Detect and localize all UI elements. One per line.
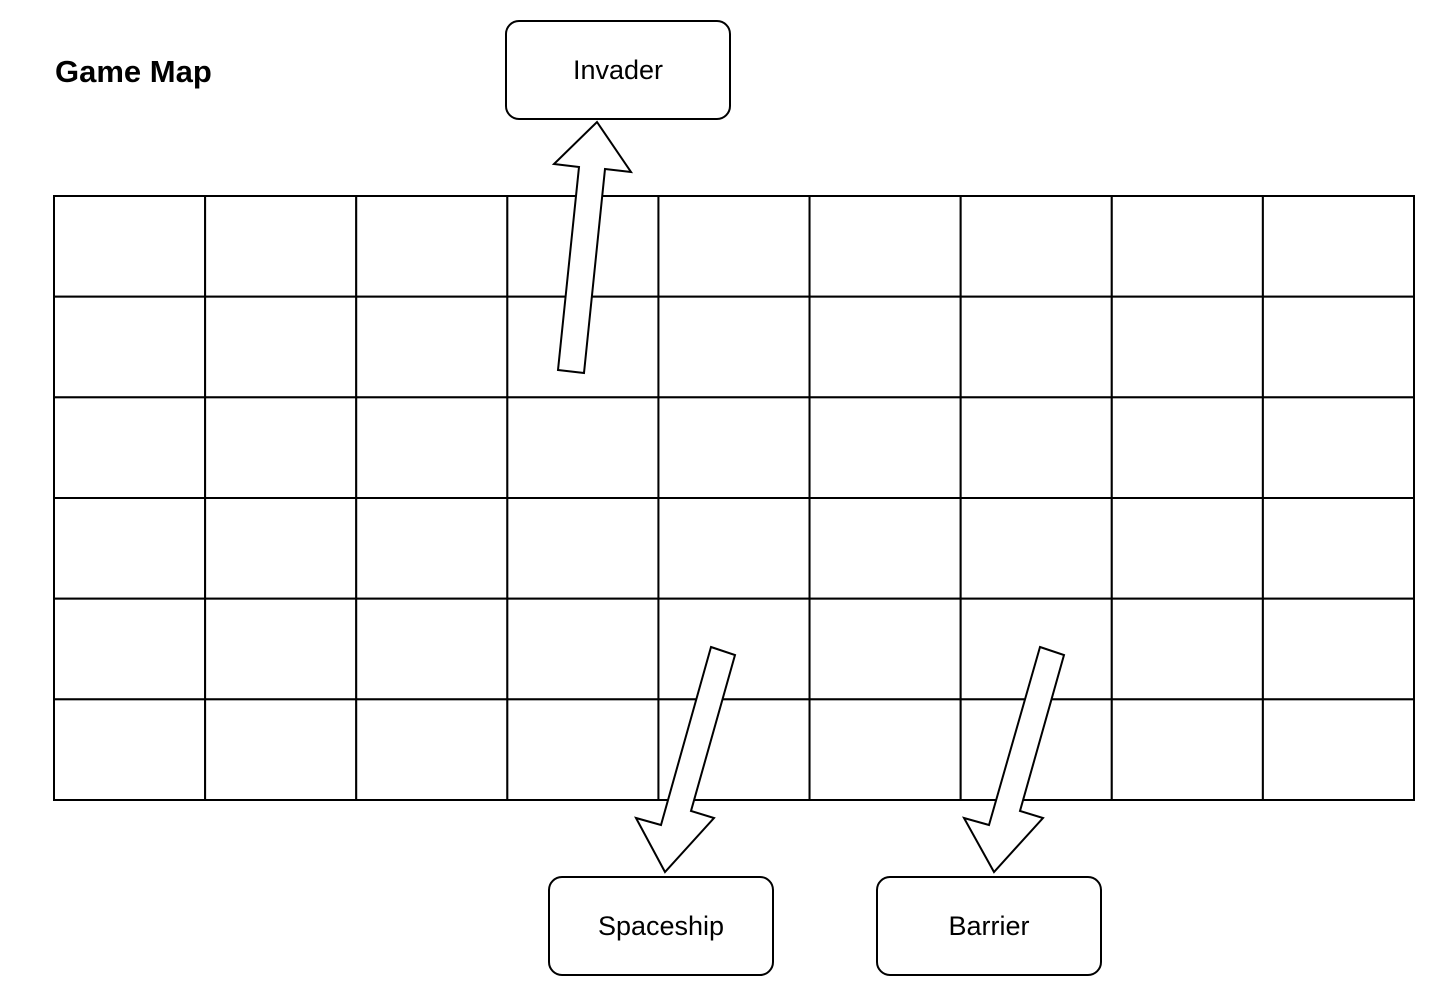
grid-cell bbox=[204, 597, 358, 701]
game-map-grid bbox=[53, 195, 1416, 801]
grid-cell bbox=[53, 497, 207, 600]
pointer-arrows bbox=[551, 120, 1066, 874]
grid-cell bbox=[808, 698, 962, 801]
grid-cell bbox=[1261, 195, 1416, 298]
grid-cell bbox=[53, 195, 207, 298]
grid-cell bbox=[959, 497, 1113, 600]
grid-cell bbox=[506, 497, 660, 600]
grid-cell bbox=[506, 597, 660, 701]
invader-label-box: Invader bbox=[505, 20, 731, 120]
grid-cell bbox=[1110, 295, 1264, 399]
grid-cell bbox=[959, 396, 1113, 500]
grid-cell bbox=[53, 698, 207, 801]
arrow-to-barrier bbox=[961, 645, 1066, 874]
page-title: Game Map bbox=[55, 54, 212, 89]
grid-cell bbox=[1110, 396, 1264, 500]
grid-cell bbox=[1261, 295, 1416, 399]
grid-cell bbox=[808, 597, 962, 701]
grid-cell bbox=[959, 295, 1113, 399]
spaceship-label: Spaceship bbox=[597, 910, 725, 941]
grid-cell bbox=[959, 597, 1113, 701]
grid-cell bbox=[657, 396, 811, 500]
grid-cell bbox=[657, 597, 811, 701]
grid-cell bbox=[808, 295, 962, 399]
grid-cell bbox=[1110, 698, 1264, 801]
grid-cell bbox=[204, 295, 358, 399]
grid-cell bbox=[355, 396, 509, 500]
grid-cell bbox=[53, 295, 207, 399]
grid-cell bbox=[355, 295, 509, 399]
grid-cell bbox=[204, 396, 358, 500]
grid-cell bbox=[204, 497, 358, 600]
grid-cell bbox=[1261, 597, 1416, 701]
arrow-to-invader bbox=[551, 120, 634, 375]
grid-cell bbox=[959, 195, 1113, 298]
invader-label: Invader bbox=[572, 54, 664, 85]
grid-cell bbox=[53, 597, 207, 701]
grid-cell bbox=[53, 396, 207, 500]
grid-cell bbox=[1110, 195, 1264, 298]
grid-cell bbox=[355, 597, 509, 701]
grid-cell bbox=[1261, 497, 1416, 600]
spaceship-label-box: Spaceship bbox=[548, 876, 774, 976]
grid-cell bbox=[808, 497, 962, 600]
grid-cell bbox=[657, 195, 811, 298]
grid-cell bbox=[355, 698, 509, 801]
barrier-label: Barrier bbox=[948, 910, 1030, 941]
grid-cell bbox=[657, 295, 811, 399]
arrow-to-spaceship bbox=[634, 645, 737, 874]
grid-cell bbox=[506, 396, 660, 500]
grid-cell bbox=[355, 195, 509, 298]
grid-cell bbox=[657, 497, 811, 600]
grid-cell bbox=[1110, 597, 1264, 701]
grid-cell bbox=[355, 497, 509, 600]
grid-cell bbox=[506, 698, 660, 801]
grid-cell bbox=[204, 195, 358, 298]
grid-cell bbox=[1261, 698, 1416, 801]
grid-cell bbox=[808, 195, 962, 298]
grid-cell bbox=[1261, 396, 1416, 500]
barrier-label-box: Barrier bbox=[876, 876, 1102, 976]
grid-cell bbox=[204, 698, 358, 801]
grid-cell bbox=[1110, 497, 1264, 600]
grid-cell bbox=[808, 396, 962, 500]
